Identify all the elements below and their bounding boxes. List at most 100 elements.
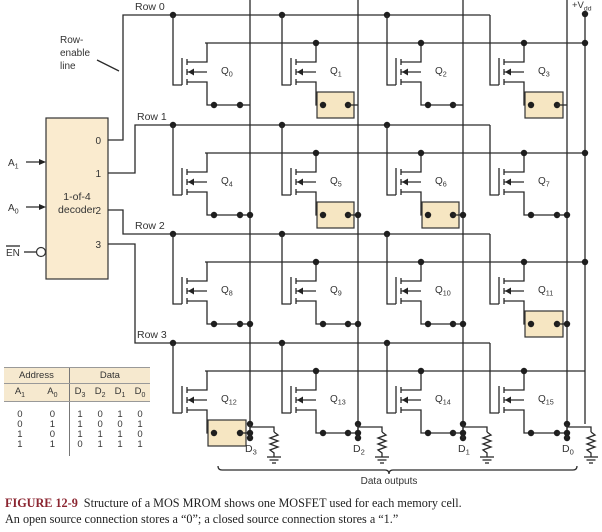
vdd-label: +Vdd (572, 0, 592, 13)
source-dot (424, 320, 432, 328)
table-cell: 1 (117, 428, 123, 440)
memory-cell-q0 (169, 11, 250, 109)
transistor-label-q2: Q2 (435, 66, 447, 79)
memory-cell-q10 (383, 230, 467, 328)
table-cell: 0 (137, 428, 143, 440)
transistor-label-q15: Q15 (538, 394, 554, 407)
memory-cell-q8 (169, 230, 254, 328)
drain-wire (296, 153, 317, 173)
enable-label: EN (6, 248, 20, 259)
table-cell: 0 (17, 418, 23, 430)
memory-cell-q15 (489, 343, 571, 437)
brace (217, 465, 578, 475)
table-cell: 0 (49, 428, 55, 440)
drain-vdd-dot (417, 258, 425, 266)
transistor-label-q5: Q5 (330, 176, 342, 189)
source-wire (187, 300, 214, 325)
gate-wire (489, 125, 499, 196)
table-cell: 1 (17, 438, 23, 450)
input-label-a1: A1 (8, 158, 19, 171)
drain-vdd-dot (417, 367, 425, 375)
arrow-icon (188, 68, 194, 76)
source-dot (424, 429, 432, 437)
table-cell: 1 (97, 428, 103, 440)
transistor-label-q11: Q11 (538, 285, 553, 298)
transistor-label-q12: Q12 (221, 394, 237, 407)
source-dot (319, 429, 327, 437)
drain-wire (504, 43, 525, 63)
row-label-2: Row 2 (135, 220, 165, 232)
arrow-icon (39, 204, 46, 210)
transistor-label-q14: Q14 (435, 394, 451, 407)
drain-wire (401, 262, 422, 282)
address-header: Address (4, 367, 70, 384)
memory-cell-q14 (383, 339, 467, 437)
table-cell: 0 (137, 408, 143, 420)
table-cell: 0 (97, 408, 103, 420)
inversion-bubble-icon (35, 246, 47, 258)
table-cell: 1 (137, 438, 143, 450)
drain-wire (187, 371, 208, 391)
row-label-0: Row 0 (135, 1, 165, 13)
gate-wire (172, 15, 182, 86)
arrow-icon (297, 287, 303, 295)
column-junction-dot (354, 320, 362, 328)
data-outputs-label: Data outputs (361, 476, 418, 487)
source-wire (401, 81, 428, 106)
source-dot (424, 211, 432, 219)
memory-cells (169, 11, 571, 447)
transistor-label-q13: Q13 (330, 394, 346, 407)
drain-vdd-dot (520, 367, 528, 375)
source-wire (187, 81, 214, 106)
column-junction-dot (563, 320, 571, 328)
gate-wire (386, 125, 396, 196)
input-label-a0: A0 (8, 203, 19, 216)
memory-cell-q5 (278, 121, 362, 229)
decoder-output-label-3: 3 (95, 240, 101, 251)
gate-wire (172, 343, 182, 414)
drain-vdd-dot (520, 258, 528, 266)
gate-wire (281, 15, 291, 86)
drain-wire (296, 43, 317, 63)
vdd-terminal-dot (581, 10, 589, 18)
source-dot (319, 101, 327, 109)
source-wire (187, 191, 214, 216)
transistor-label-q7: Q7 (538, 176, 550, 189)
row-enable-label: Row- (60, 35, 83, 46)
row-line-1 (108, 124, 490, 174)
junction-dot (581, 258, 589, 266)
memory-cell-q12 (169, 339, 254, 447)
gate-wire (172, 125, 182, 196)
column-header-d0: D0 (130, 383, 150, 402)
table-cell: 0 (17, 408, 23, 420)
source-dot (210, 429, 218, 437)
gate-wire (386, 15, 396, 86)
arrow-icon (297, 396, 303, 404)
source-dot (527, 320, 535, 328)
drain-vdd-dot (417, 149, 425, 157)
caption-line-2: An open source connection stores a “0”; … (5, 512, 399, 526)
decoder-output-label-2: 2 (95, 206, 101, 217)
drain-vdd-dot (312, 258, 320, 266)
memory-cell-q4 (169, 121, 254, 219)
figure-number: FIGURE 12-9 (5, 496, 78, 510)
drain-vdd-dot (312, 149, 320, 157)
drain-wire (401, 43, 422, 63)
gate-wire (172, 234, 182, 305)
drain-wire (504, 153, 525, 173)
column-header-a1: A1 (4, 383, 36, 402)
source-dot (527, 429, 535, 437)
arrow-icon (188, 178, 194, 186)
arrow-icon (402, 178, 408, 186)
gate-wire (489, 234, 499, 305)
drain-wire (187, 43, 208, 63)
resistor-icon (268, 431, 280, 457)
drain-wire (401, 153, 422, 173)
